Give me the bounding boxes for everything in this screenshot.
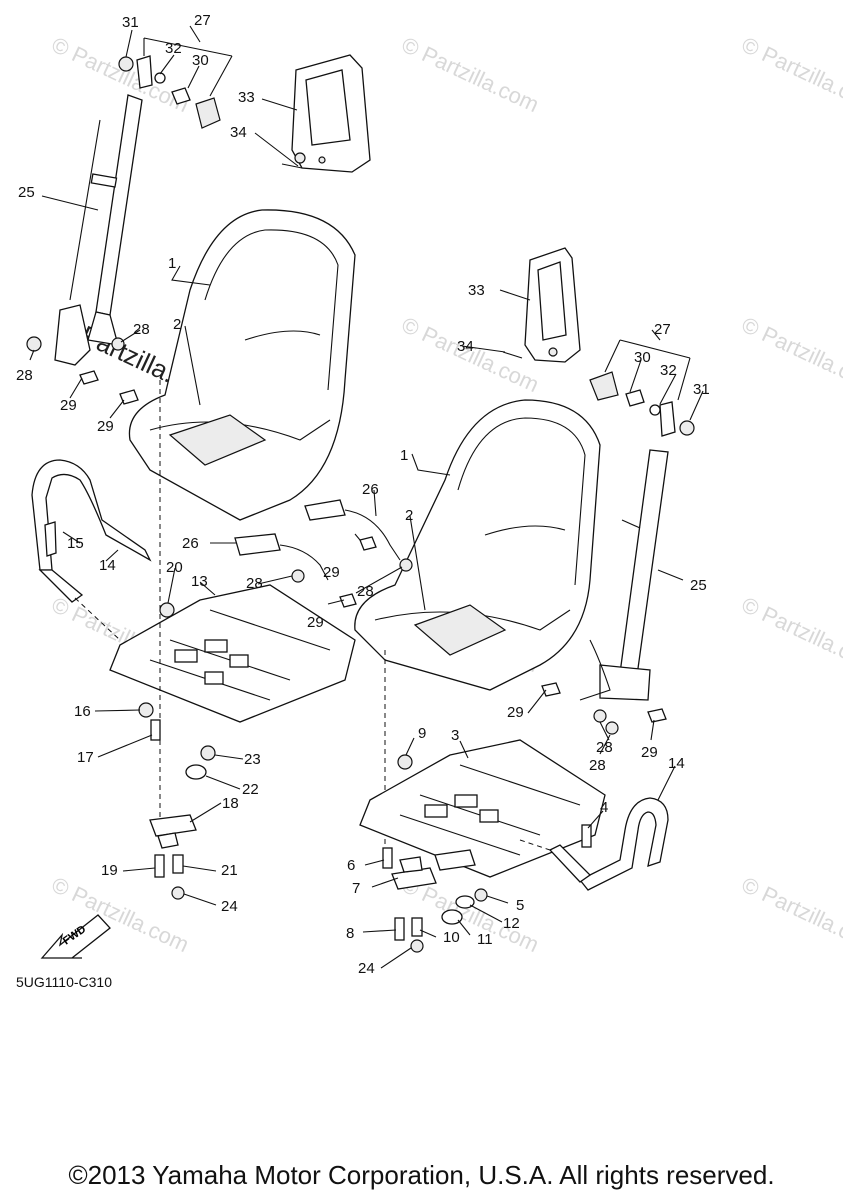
left-headrest [281, 54, 371, 173]
callout-label: 9 [418, 725, 426, 742]
callout-label: 2 [405, 507, 413, 524]
callout-label: 28 [16, 367, 33, 384]
callout-label: 15 [67, 535, 84, 552]
callout-label: 22 [242, 781, 259, 798]
callout-label: 30 [192, 52, 209, 69]
callout-label: 29 [60, 397, 77, 414]
callout-label: 16 [74, 703, 91, 720]
callout-label: 20 [166, 559, 183, 576]
callout-label: 2 [173, 316, 181, 333]
callout-labels: 31 27 32 30 33 34 25 1 2 28 28 29 29 33 … [16, 12, 710, 977]
copyright-notice: ©2013 Yamaha Motor Corporation, U.S.A. A… [68, 1160, 775, 1190]
callout-label: 32 [165, 40, 182, 57]
callout-label: 28 [596, 739, 613, 756]
callout-label: 7 [352, 880, 360, 897]
callout-label: 4 [600, 799, 608, 816]
callout-label: 31 [693, 381, 710, 398]
callout-label: 19 [101, 862, 118, 879]
callout-label: 29 [507, 704, 524, 721]
callout-label: 8 [346, 925, 354, 942]
left-seat-belt [54, 94, 143, 366]
right-grab-bar [519, 797, 669, 891]
callout-label: 14 [99, 557, 116, 574]
watermark: © Partzilla.com [398, 32, 543, 117]
callout-label: 5 [516, 897, 524, 914]
right-upper-anchor [589, 339, 695, 437]
right-buckle [304, 499, 413, 572]
callout-label: 11 [477, 931, 493, 948]
left-belt-hardware [26, 336, 139, 405]
callout-label: 23 [244, 751, 261, 768]
callout-label: 27 [194, 12, 211, 29]
left-buckle [234, 533, 357, 608]
callout-label: 10 [443, 929, 460, 946]
watermark: © Partzilla.com [738, 312, 843, 397]
callout-label: 30 [634, 349, 651, 366]
callout-label: 28 [589, 757, 606, 774]
callout-label: 33 [468, 282, 485, 299]
callout-label: 27 [654, 321, 671, 338]
right-belt-hardware [541, 682, 667, 735]
callout-label: 1 [168, 255, 176, 272]
callout-label: 14 [668, 755, 685, 772]
right-seat-belt [579, 449, 669, 701]
right-seat [354, 399, 601, 860]
watermark: © Partzilla.com [738, 872, 843, 957]
leader-lines [29, 25, 704, 969]
callout-label: 17 [77, 749, 94, 766]
callout-label: 28 [246, 575, 263, 592]
fwd-arrow: FWD [40, 914, 111, 959]
callout-label: 6 [347, 857, 355, 874]
watermark: © Partzilla.com [738, 32, 843, 117]
left-grab-bar [31, 459, 152, 641]
callout-label: 18 [222, 795, 239, 812]
callout-label: 26 [362, 481, 379, 498]
callout-label: 21 [221, 862, 238, 879]
part-code: 5UG1110-C310 [16, 974, 112, 990]
callout-label: 25 [18, 184, 35, 201]
callout-label: 13 [191, 573, 208, 590]
callout-label: 1 [400, 447, 408, 464]
callout-label: 28 [357, 583, 374, 600]
left-seat-frame [109, 380, 356, 820]
callout-label: 29 [307, 614, 324, 631]
callout-label: 12 [503, 915, 520, 932]
callout-label: 31 [122, 14, 139, 31]
right-seat-frame [359, 739, 606, 878]
left-upper-anchor [118, 37, 233, 129]
callout-label: 28 [133, 321, 150, 338]
watermark: © Partzilla.com [738, 592, 843, 677]
callout-label: 26 [182, 535, 199, 552]
right-headrest [502, 247, 581, 363]
callout-label: 29 [97, 418, 114, 435]
right-lower-hardware [382, 754, 592, 953]
callout-label: 25 [690, 577, 707, 594]
callout-label: 33 [238, 89, 255, 106]
callout-label: 34 [457, 338, 474, 355]
left-lower-hardware [138, 602, 216, 900]
callout-label: 29 [323, 564, 340, 581]
left-seat [128, 209, 356, 521]
callout-label: 3 [451, 727, 459, 744]
callout-label: 29 [641, 744, 658, 761]
callout-label: 24 [221, 898, 238, 915]
callout-label: 34 [230, 124, 247, 141]
callout-label: 24 [358, 960, 375, 977]
callout-label: 32 [660, 362, 677, 379]
